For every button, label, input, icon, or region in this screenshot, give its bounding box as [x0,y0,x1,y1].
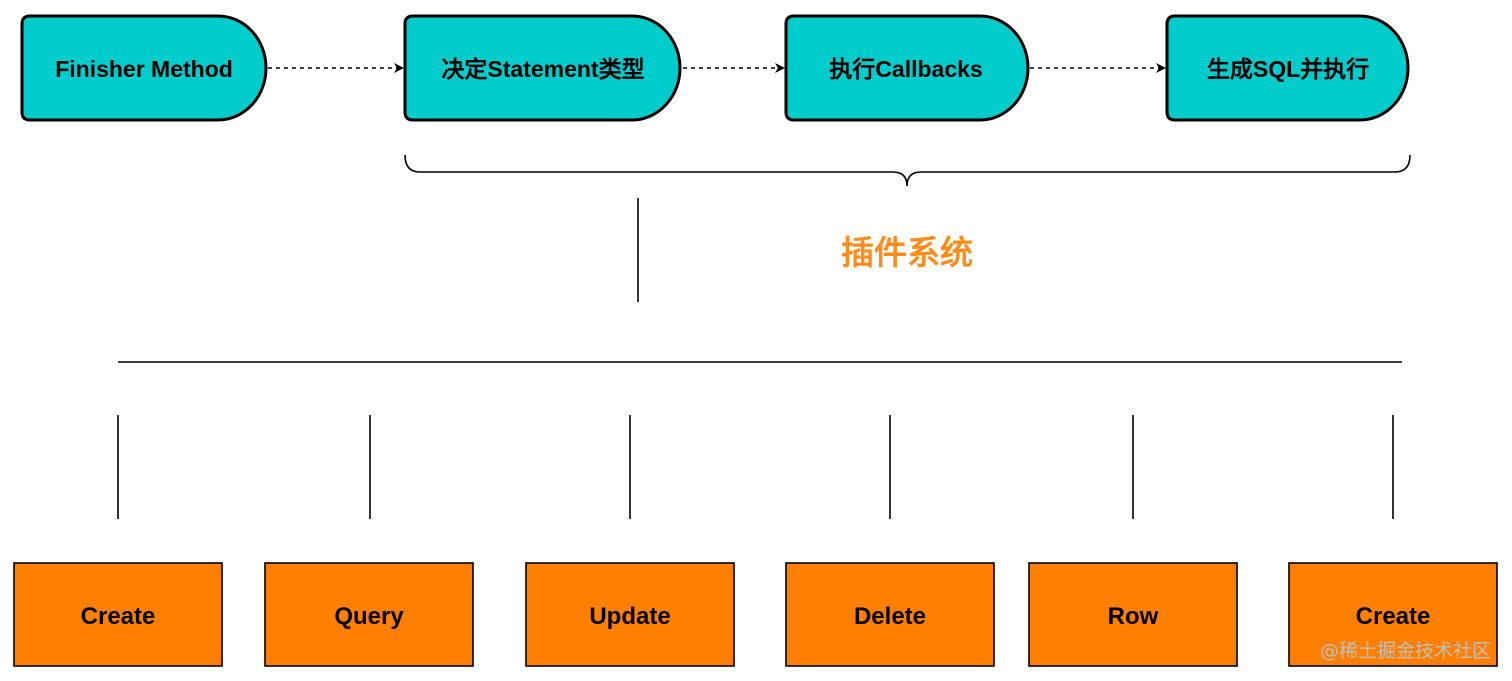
stage-label: 生成SQL并执行 [1207,56,1369,82]
plugin-system-label: 插件系统 [841,234,973,271]
operation-shape [264,562,474,667]
stage-shape [1165,14,1410,122]
operation-shape [13,562,223,667]
stage-label: Finisher Method [55,56,233,82]
stage-shape [20,14,268,122]
pipeline-stage-finisher-method: Finisher Method [20,14,268,122]
operation-label: Update [589,603,670,630]
pipeline-stage-generate-sql: 生成SQL并执行 [1165,14,1410,122]
operation-shape [525,562,735,667]
stage-shape [403,14,682,122]
stage-label: 执行Callbacks [829,56,982,82]
operation-shape [1028,562,1238,667]
watermark-text: @稀土掘金技术社区 [1320,640,1491,662]
pipeline-stage-callbacks: 执行Callbacks [784,14,1030,122]
pipeline-stage-statement-type: 决定Statement类型 [403,14,682,122]
operation-box-update: Update [525,562,735,667]
stage-label: 决定Statement类型 [441,56,644,82]
operation-label: Create [1356,603,1431,630]
operation-label: Create [81,603,156,630]
operation-shape [785,562,995,667]
operation-box-create-2: Create [1288,562,1498,667]
operation-box-row: Row [1028,562,1238,667]
operation-label: Delete [854,603,926,630]
stage-shape [784,14,1030,122]
operation-box-delete: Delete [785,562,995,667]
operation-label: Row [1108,603,1159,630]
operation-shape [1288,562,1498,667]
operation-box-query: Query [264,562,474,667]
curly-brace [404,154,1411,187]
operation-label: Query [334,603,404,630]
operation-box-create: Create [13,562,223,667]
